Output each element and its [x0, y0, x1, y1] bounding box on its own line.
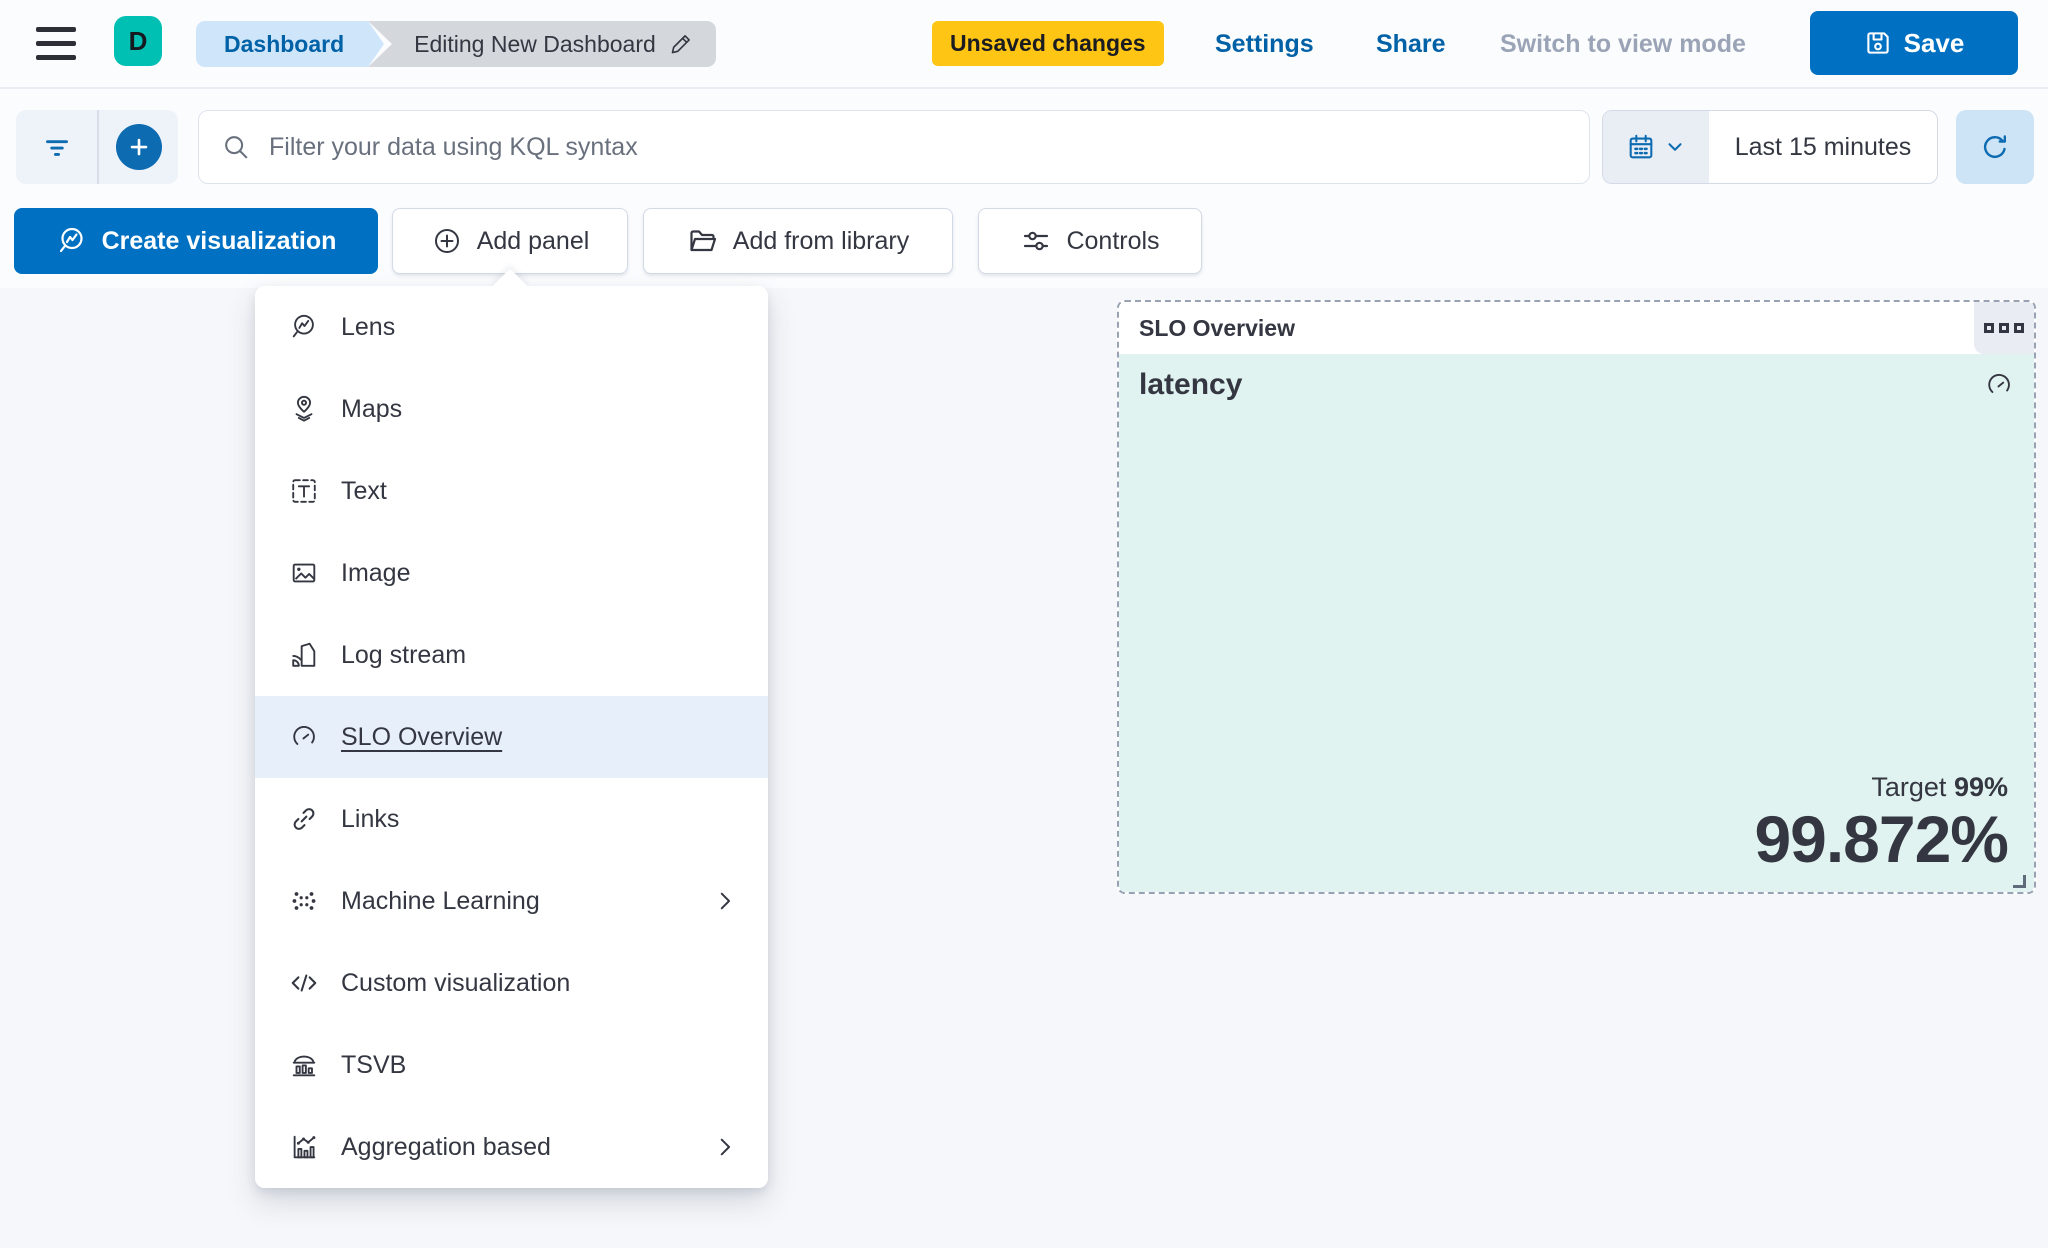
breadcrumb-current[interactable]: Editing New Dashboard [398, 21, 716, 67]
menu-item-label: Custom visualization [341, 968, 571, 997]
search-icon [225, 136, 248, 159]
maps-icon [295, 395, 313, 422]
image-icon [292, 563, 316, 583]
share-link[interactable]: Share [1376, 30, 1446, 58]
slo-value: 99.872% [1754, 801, 2009, 876]
panel-menu-button[interactable] [1974, 302, 2034, 354]
breadcrumb: Dashboard Editing New Dashboard [196, 21, 716, 67]
add-panel-label: Add panel [476, 226, 590, 255]
save-icon [1866, 32, 1889, 54]
menu-item-text[interactable]: Text [255, 450, 768, 532]
slo-target: Target 99% [1754, 772, 2008, 803]
refresh-button[interactable] [1956, 110, 2034, 184]
filter-icon [45, 140, 68, 156]
machine-learning-icon [292, 892, 316, 910]
add-from-library-button[interactable]: Add from library [643, 208, 953, 274]
menu-item-label: Log stream [341, 640, 467, 669]
filter-button[interactable] [16, 110, 97, 184]
menu-item-label: Aggregation based [341, 1132, 551, 1161]
switch-to-view-mode-link[interactable]: Switch to view mode [1500, 30, 1746, 58]
chevron-right-icon [720, 1138, 731, 1156]
time-range-picker: Last 15 minutes [1602, 110, 1938, 184]
chevron-right-icon [720, 892, 731, 910]
gauge-icon [1988, 374, 2010, 393]
settings-link[interactable]: Settings [1215, 30, 1314, 58]
add-panel-button[interactable]: Add panel [392, 208, 628, 274]
menu-item-maps[interactable]: Maps [255, 368, 768, 450]
search-input[interactable] [269, 132, 1567, 162]
code-icon [291, 974, 317, 992]
panel-title: SLO Overview [1139, 314, 1295, 341]
menu-item-slo-overview[interactable]: SLO Overview [255, 696, 768, 778]
breadcrumb-separator [368, 21, 399, 67]
menu-item-label: Machine Learning [341, 886, 540, 915]
panel-header: SLO Overview [1119, 302, 2034, 354]
lens-icon [59, 227, 83, 253]
menu-item-label: Image [341, 558, 411, 587]
refresh-icon [1983, 135, 2006, 158]
tsvb-icon [292, 1055, 316, 1077]
add-panel-menu-list: Lens Maps Text [255, 286, 768, 1188]
controls-label: Controls [1066, 226, 1160, 255]
slo-metric-card: latency Target 99% 99.872% [1119, 354, 2034, 892]
top-navigation-bar: D Dashboard Editing New Dashboard Unsave… [0, 0, 2048, 89]
save-label: Save [1903, 27, 1965, 58]
add-from-library-label: Add from library [732, 226, 910, 255]
text-icon [292, 479, 316, 503]
time-range-value[interactable]: Last 15 minutes [1734, 132, 1912, 161]
pencil-icon [671, 35, 690, 54]
boxes-horizontal-icon [1984, 323, 1994, 333]
save-button[interactable]: Save [1810, 11, 2018, 75]
menu-item-label: Links [341, 804, 400, 833]
aggregation-icon [293, 1135, 316, 1159]
menu-item-log-stream[interactable]: Log stream [255, 614, 768, 696]
menu-item-machine-learning[interactable]: Machine Learning [255, 860, 768, 942]
panel-resize-handle[interactable] [2013, 875, 2026, 888]
menu-item-label: TSVB [341, 1050, 407, 1079]
log-stream-icon [292, 642, 316, 667]
chevron-down-icon [1668, 143, 1682, 151]
menu-item-label: SLO Overview [341, 722, 503, 751]
target-label: Target [1871, 771, 1947, 802]
menu-item-aggregation-based[interactable]: Aggregation based [255, 1106, 768, 1188]
slo-metric-title: latency [1139, 368, 1243, 401]
menu-item-links[interactable]: Links [255, 778, 768, 860]
controls-button[interactable]: Controls [978, 208, 1202, 274]
create-visualization-label: Create visualization [101, 226, 337, 255]
target-value: 99% [1953, 771, 2008, 802]
lens-icon [292, 314, 314, 338]
query-actions-group [16, 110, 178, 184]
calendar-icon [1629, 134, 1653, 159]
slo-overview-panel[interactable]: SLO Overview latency Target 99% 99.872% [1117, 300, 2036, 894]
menu-item-label: Maps [341, 394, 403, 423]
add-panel-menu: Lens Maps Text [255, 268, 768, 1188]
menu-icon[interactable] [36, 27, 78, 61]
kql-search-bar [198, 110, 1590, 184]
menu-item-label: Text [341, 476, 387, 505]
menu-item-label: Lens [341, 312, 396, 341]
avatar[interactable]: D [114, 16, 162, 66]
breadcrumb-dashboard[interactable]: Dashboard [196, 21, 369, 67]
slo-metric-values: Target 99% 99.872% [1754, 772, 2009, 876]
gauge-icon [293, 726, 315, 745]
plus-in-circle-icon [434, 229, 459, 253]
create-visualization-button[interactable]: Create visualization [14, 208, 378, 274]
menu-item-tsvb[interactable]: TSVB [255, 1024, 768, 1106]
link-icon [293, 808, 315, 830]
breadcrumb-current-label: Editing New Dashboard [414, 30, 656, 57]
folder-icon [690, 230, 716, 252]
plus-circle-icon [115, 124, 162, 170]
menu-item-image[interactable]: Image [255, 532, 768, 614]
menu-item-custom-visualization[interactable]: Custom visualization [255, 942, 768, 1024]
date-picker-button[interactable] [1603, 111, 1709, 183]
sliders-icon [1024, 231, 1049, 251]
add-filter-button[interactable] [97, 110, 178, 184]
unsaved-changes-badge: Unsaved changes [932, 21, 1164, 66]
menu-item-lens[interactable]: Lens [255, 286, 768, 368]
